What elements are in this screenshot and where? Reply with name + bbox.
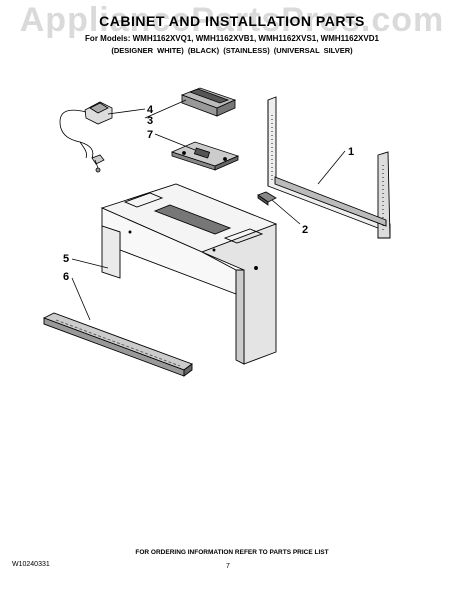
part-top-bracket xyxy=(180,87,237,117)
callout-2: 2 xyxy=(302,224,308,236)
part-trim-bar xyxy=(42,312,193,377)
watermark: AppliancePartsPros.com xyxy=(19,1,445,39)
part-side-panel xyxy=(101,225,121,279)
page-title: CABINET AND INSTALLATION PARTS xyxy=(99,13,365,29)
callout-7: 7 xyxy=(147,129,153,141)
callout-1: 1 xyxy=(348,146,354,158)
part-mounting-plate xyxy=(267,96,391,239)
callout-4: 4 xyxy=(147,104,154,116)
color-variants-line: (DESIGNER WHITE) (BLACK) (STAINLESS) (UN… xyxy=(111,46,353,55)
callout-5: 5 xyxy=(63,253,69,265)
ordering-note: FOR ORDERING INFORMATION REFER TO PARTS … xyxy=(135,549,329,556)
page-number: 7 xyxy=(226,563,230,570)
part-screw xyxy=(257,191,277,206)
document-number: W10240331 xyxy=(12,561,50,568)
callout-6: 6 xyxy=(63,271,69,283)
part-power-cord xyxy=(59,101,113,173)
part-plate xyxy=(170,141,240,171)
part-cabinet xyxy=(100,183,278,365)
leader-lines xyxy=(71,99,346,321)
callout-3: 3 xyxy=(147,115,153,127)
models-line: For Models: WMH1162XVQ1, WMH1162XVB1, WM… xyxy=(85,34,379,43)
